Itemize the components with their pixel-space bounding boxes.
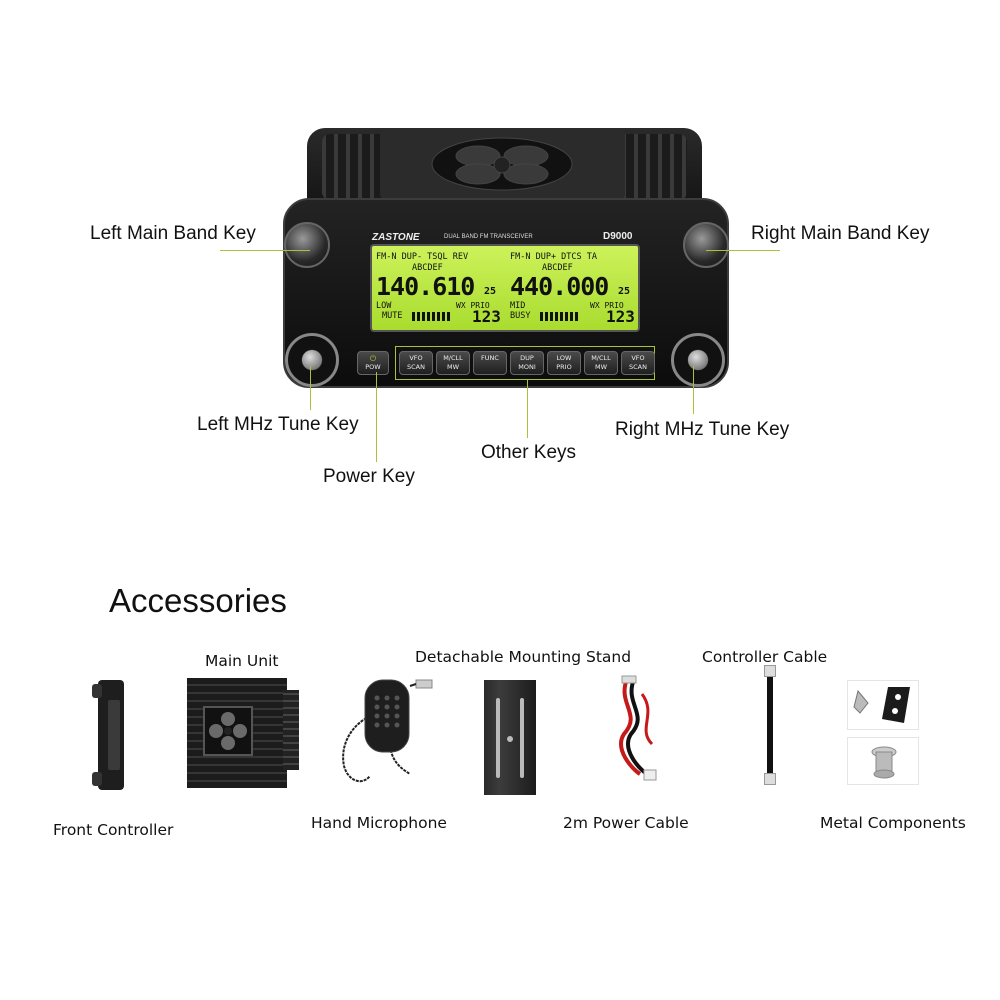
lcd-left-frequency: 140.610 [376, 272, 475, 301]
callout-line-right-main [706, 250, 780, 251]
radio-key-bottom-label: SCAN [629, 363, 647, 371]
radio-key-bottom-label: PRIO [556, 363, 572, 371]
lcd-right-frequency-small: 25 [618, 286, 631, 297]
lcd-right-frequency: 440.000 [510, 272, 609, 301]
radio-brand: ZASTONE [372, 232, 420, 243]
radio-subtitle: DUAL BAND FM TRANSCEIVER [444, 234, 533, 240]
power-key[interactable]: ⏻ POW [357, 351, 389, 375]
radio-key-bottom-label: MONI [518, 363, 536, 371]
radio-key-2[interactable]: FUNC [473, 351, 507, 375]
radio-model: D9000 [603, 231, 633, 242]
lcd-right-status: FM-N DUP+ DTCS TA [510, 252, 597, 262]
left-main-band-key-label: Left Main Band Key [90, 223, 256, 244]
right-main-band-knob[interactable] [683, 222, 729, 268]
power-key-callout: Power Key [323, 466, 415, 487]
main-unit-label: Main Unit [205, 652, 279, 670]
lcd-right-power: MID [510, 301, 526, 311]
radio-key-top-label: FUNC [481, 354, 499, 362]
right-main-band-key-label: Right Main Band Key [751, 223, 930, 244]
callout-line-power [376, 372, 377, 462]
power-key-label: POW [365, 363, 381, 371]
radio-fan-vent [380, 128, 625, 200]
lcd-left-signal-meter [412, 312, 450, 321]
callout-line-left-main [220, 250, 310, 251]
power-icon: ⏻ [369, 354, 377, 363]
lcd-left-channel: 123 [472, 307, 501, 326]
radio-key-top-label: VFO [631, 354, 645, 362]
left-main-band-knob[interactable] [284, 222, 330, 268]
lcd-left-mode: MUTE [382, 311, 403, 321]
front-controller-image [92, 680, 130, 790]
radio-key-top-label: VFO [409, 354, 423, 362]
lcd-left-status: FM-N DUP- TSQL REV [376, 252, 469, 262]
hand-microphone-label: Hand Microphone [311, 814, 447, 832]
power-cable-image [612, 674, 672, 789]
metal-bracket-image [847, 680, 919, 730]
metal-components-label: Metal Components [820, 814, 966, 832]
power-cable-label: 2m Power Cable [563, 814, 689, 832]
lcd-left-frequency-small: 25 [484, 286, 497, 297]
lcd-right-signal-meter [540, 312, 578, 321]
mounting-stand-image [484, 680, 536, 795]
radio-key-bottom-label: MW [594, 363, 608, 371]
controller-cable-label: Controller Cable [702, 648, 828, 666]
metal-screws-image [847, 737, 919, 785]
lcd-left-name: ABCDEF [412, 263, 443, 273]
radio-key-bottom-label: MW [446, 363, 460, 371]
lcd-display: FM-N DUP- TSQL REV FM-N DUP+ DTCS TA ABC… [370, 244, 640, 332]
lcd-right-channel: 123 [606, 307, 635, 326]
radio-key-top-label: DUP [520, 354, 534, 362]
lcd-right-mode: BUSY [510, 311, 531, 321]
front-controller-label: Front Controller [53, 821, 174, 839]
radio-key-bottom-label: SCAN [407, 363, 425, 371]
callout-line-left-tune [310, 366, 311, 410]
right-mhz-tune-knob[interactable] [671, 333, 725, 387]
left-mhz-tune-key-label: Left MHz Tune Key [197, 414, 359, 435]
callout-line-other-keys [527, 380, 528, 438]
right-mhz-tune-key-label: Right MHz Tune Key [615, 419, 790, 440]
left-mhz-tune-knob[interactable] [285, 333, 339, 387]
radio-key-top-label: M/CLL [591, 354, 611, 362]
hand-microphone-image [330, 676, 440, 796]
radio-key-top-label: LOW [556, 354, 572, 362]
main-unit-image [187, 678, 299, 788]
callout-line-right-tune [693, 366, 694, 414]
lcd-left-flags: WX PRIO [456, 301, 490, 310]
other-keys-callout: Other Keys [481, 442, 577, 463]
accessories-title: Accessories [109, 582, 287, 619]
controller-cable-image [762, 665, 778, 787]
mounting-stand-label: Detachable Mounting Stand [415, 648, 632, 666]
lcd-right-name: ABCDEF [542, 263, 573, 273]
lcd-left-power: LOW [376, 301, 392, 311]
radio-key-top-label: M/CLL [443, 354, 463, 362]
lcd-right-flags: WX PRIO [590, 301, 624, 310]
